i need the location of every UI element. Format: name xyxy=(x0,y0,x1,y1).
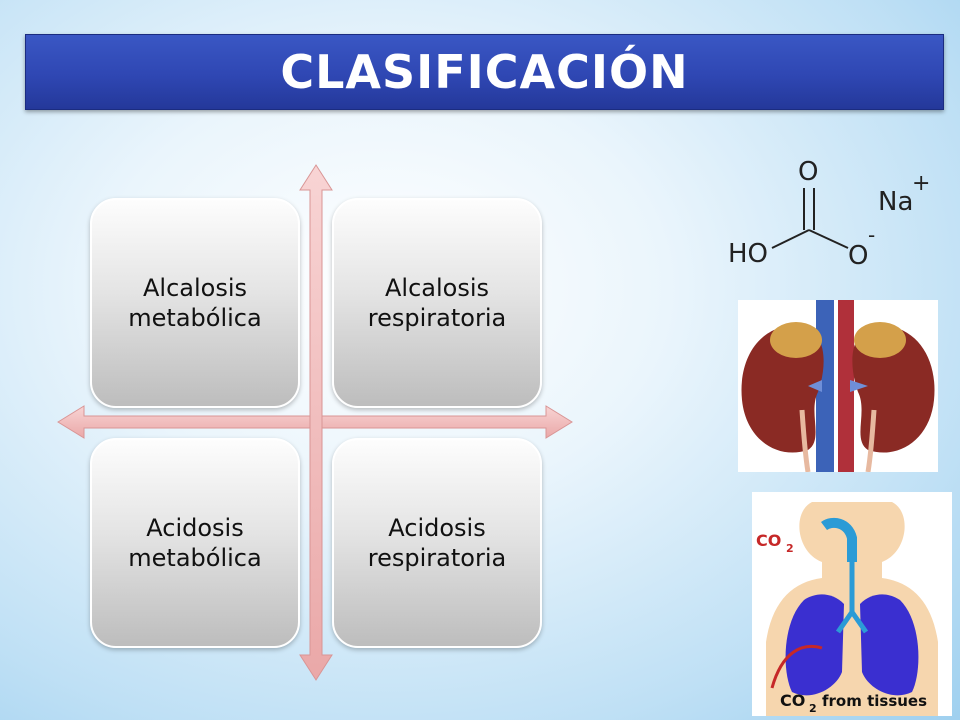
quadrant-label: Alcalosis respiratoria xyxy=(367,274,507,332)
airway xyxy=(821,517,857,562)
quadrant-label: Acidosis respiratoria xyxy=(367,514,507,572)
slide-title: CLASIFICACIÓN xyxy=(280,45,689,99)
quadrant-label: Alcalosis metabólica xyxy=(128,274,262,332)
kidneys-illustration xyxy=(738,300,938,472)
bond-hydroxyl xyxy=(771,229,810,249)
quadrant-alcalosis-respiratoria: Alcalosis respiratoria xyxy=(332,198,542,408)
plus-charge: + xyxy=(912,171,930,196)
respiratory-illustration: CO 2 CO 2 from tissues xyxy=(752,492,952,716)
title-bar: CLASIFICACIÓN xyxy=(25,34,944,110)
co2-label: CO xyxy=(756,531,781,550)
quadrant-alcalosis-metabolica: Alcalosis metabólica xyxy=(90,198,300,408)
right-adrenal-gland xyxy=(854,322,906,358)
sodium-ion: Na xyxy=(878,187,913,217)
quadrant-acidosis-respiratoria: Acidosis respiratoria xyxy=(332,438,542,648)
quadrant-acidosis-metabolica: Acidosis metabólica xyxy=(90,438,300,648)
oxygen-top-atom: O xyxy=(798,157,818,187)
from-tissues-subscript: 2 xyxy=(809,702,817,715)
bronchi xyxy=(835,562,869,634)
left-ureter xyxy=(799,409,811,472)
left-renal-vessel xyxy=(808,380,822,392)
co2-flow-arrow xyxy=(770,644,823,689)
oxygen-right-atom: O xyxy=(848,241,868,271)
minus-charge: - xyxy=(868,223,875,247)
quadrant-label: Acidosis metabólica xyxy=(128,514,262,572)
vertical-arrow xyxy=(299,164,333,681)
co2-subscript: 2 xyxy=(786,542,794,555)
hydroxyl-group: HO xyxy=(728,239,768,269)
right-renal-vessel xyxy=(850,380,868,392)
from-tissues-text: from tissues xyxy=(822,692,927,710)
sodium-bicarbonate-structure: O HO O - Na + xyxy=(728,157,930,271)
bond-oxygen xyxy=(808,229,849,249)
aorta xyxy=(838,300,854,472)
left-lung xyxy=(785,594,844,696)
right-ureter xyxy=(865,409,877,472)
right-lung xyxy=(860,594,919,696)
from-tissues-co2: CO xyxy=(780,691,805,710)
left-adrenal-gland xyxy=(770,322,822,358)
